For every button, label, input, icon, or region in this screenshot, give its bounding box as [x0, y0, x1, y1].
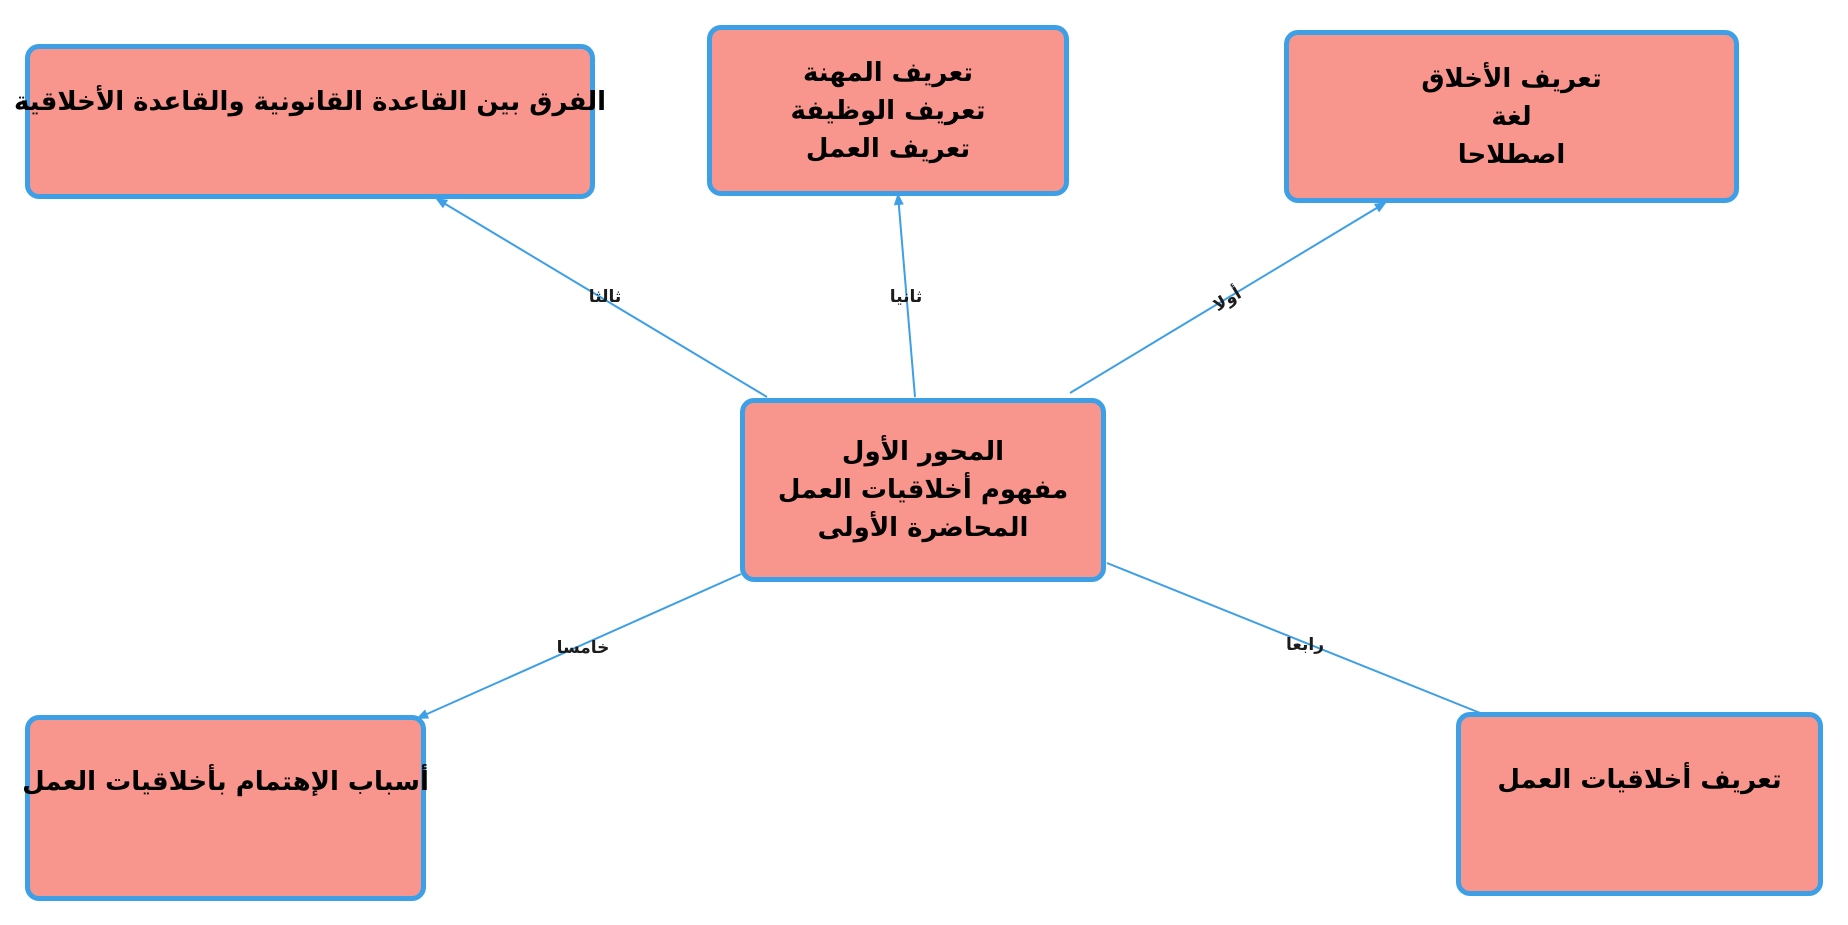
node-fourth[interactable]: تعريف أخلاقيات العمل [1456, 712, 1823, 896]
node-first-line-1: تعريف الأخلاق [1421, 63, 1602, 94]
edge-label-fourth: رابعا [1286, 635, 1324, 655]
node-second-line-2: تعريف الوظيفة [790, 95, 986, 126]
node-third-line-1: الفرق بين القاعدة القانونية والقاعدة الأ… [13, 86, 607, 117]
node-second-line-1: تعريف المهنة [802, 57, 974, 88]
edge-label-first: أولا [1209, 282, 1245, 316]
node-second[interactable]: تعريف المهنة تعريف الوظيفة تعريف العمل [707, 25, 1069, 196]
node-first[interactable]: تعريف الأخلاق لغة اصطلاحا [1284, 30, 1739, 203]
edge-label-third: ثالثا [589, 287, 621, 307]
edge-label-fifth: خامسا [557, 638, 610, 658]
center-title: المحور الأول [841, 437, 1005, 467]
node-fourth-line-1: تعريف أخلاقيات العمل [1497, 765, 1782, 795]
center-lecture: المحاضرة الأولى [817, 513, 1029, 543]
node-fifth-line-1: أسباب الإهتمام بأخلاقيات العمل [22, 767, 429, 797]
connector-fourth [1106, 562, 1512, 726]
node-first-line-3: اصطلاحا [1457, 139, 1566, 170]
node-third[interactable]: الفرق بين القاعدة القانونية والقاعدة الأ… [14, 44, 606, 199]
center-node[interactable]: المحور الأول مفهوم أخلاقيات العمل المحاض… [740, 398, 1106, 582]
connector-fifth [416, 573, 742, 719]
node-fifth[interactable]: أسباب الإهتمام بأخلاقيات العمل [22, 715, 429, 901]
node-second-line-3: تعريف العمل [805, 133, 971, 164]
edge-label-second: ثانيا [890, 287, 922, 307]
connector-second [893, 193, 916, 398]
connector-third [435, 197, 768, 398]
node-first-line-2: لغة [1491, 101, 1532, 132]
center-subtitle: مفهوم أخلاقيات العمل [777, 475, 1069, 505]
connector-first [1069, 201, 1387, 394]
